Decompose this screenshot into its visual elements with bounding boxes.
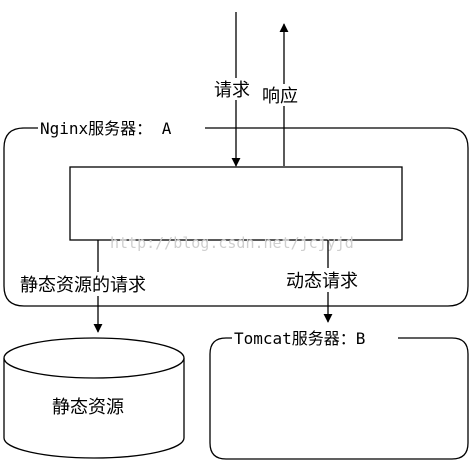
tomcat-server-box	[209, 337, 469, 460]
static-request-label: 静态资源的请求	[20, 275, 146, 296]
static-resources-label: 静态资源	[52, 397, 124, 418]
dynamic-request-label: 动态请求	[286, 271, 358, 292]
static-resources-cylinder	[3, 337, 185, 459]
watermark: http://blog.csdn.net/jcjyjd	[110, 234, 354, 252]
response-label: 响应	[262, 86, 298, 107]
proxy-box	[69, 166, 403, 241]
tomcat-server-label: Tomcat服务器：B	[234, 329, 365, 348]
nginx-server-box	[3, 127, 469, 307]
request-label: 请求	[214, 80, 250, 101]
nginx-server-label: Nginx服务器： A	[40, 119, 172, 138]
